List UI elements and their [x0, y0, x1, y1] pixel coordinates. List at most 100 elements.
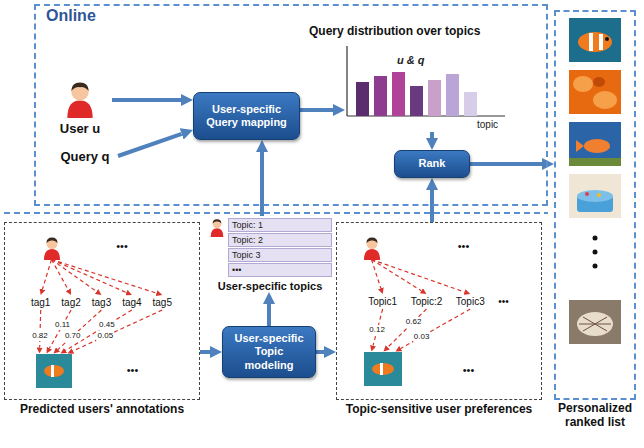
topic-table: Topic: 1Topic: 2Topic 3•••User-specific …	[206, 216, 334, 292]
weight-label: 0.82	[31, 331, 49, 341]
chart-axis	[347, 115, 505, 116]
annotation-panel: •••tag1tag2tag3tag4tag5•••Predicted user…	[4, 222, 200, 400]
offline-separator	[4, 212, 548, 214]
user-layer: •••	[350, 228, 528, 264]
label-holder: 0.70	[64, 331, 82, 341]
fish-tail	[576, 140, 584, 152]
flow-arrow	[316, 350, 324, 354]
ellipse-shape	[351, 229, 527, 263]
fish-stripe	[599, 34, 603, 50]
flow-arrow	[430, 132, 434, 138]
online-region: User uQuery qUser-specific Query mapping…	[34, 4, 548, 206]
content-area: tag1tag2tag3tag4tag5	[10, 284, 194, 322]
more-dot	[593, 250, 598, 255]
fish	[578, 32, 612, 52]
query-label: Query q	[60, 149, 109, 164]
label-holder: 0.62	[405, 317, 423, 327]
chart-text: Query distribution over topics	[309, 24, 480, 38]
fish	[584, 139, 610, 153]
label-holder: 0.05	[97, 331, 115, 341]
panel-caption: Personalized ranked list	[550, 401, 640, 430]
topic-label: Topic1	[368, 296, 397, 307]
more-dot	[593, 236, 598, 241]
relation-arrow	[40, 310, 41, 348]
tag-label: tag2	[61, 297, 80, 308]
box-label: Rank	[419, 157, 446, 170]
content-area: •••	[20, 228, 175, 264]
ellipse-shape	[21, 229, 174, 263]
text-holder: Predicted users' annotations	[20, 402, 184, 416]
ellipsis: •••	[127, 364, 139, 376]
chart-bar	[446, 74, 459, 116]
relation-arrow	[42, 260, 51, 290]
text-holder: Query distribution over topics	[309, 24, 480, 38]
weight-label: 0.45	[98, 320, 116, 330]
text-holder: u & q	[397, 54, 425, 66]
content-area	[337, 223, 541, 399]
flow-arrow	[260, 152, 264, 216]
cake-decoration	[597, 193, 601, 197]
box-label: User-specific Query mapping	[201, 103, 292, 129]
content-area: Query q	[52, 146, 118, 166]
content-area: •••	[350, 228, 528, 264]
weight-label: 0.05	[97, 331, 115, 341]
topic-label: Topic3	[456, 296, 485, 307]
content-area	[5, 223, 199, 399]
content-area: Rank	[395, 151, 469, 177]
chart-bar	[428, 80, 441, 116]
image-ground	[36, 354, 72, 388]
chart-bar	[356, 82, 369, 116]
fish-eye	[605, 37, 609, 41]
chart-bar	[464, 92, 477, 116]
table-cell: Topic 3	[228, 248, 332, 262]
content-area: User-specific Topic modeling	[223, 327, 315, 377]
label-holder: 0.82	[31, 331, 49, 341]
result-image	[569, 70, 621, 114]
weight-label: 0.03	[413, 332, 431, 342]
weight-label: 0.62	[405, 317, 423, 327]
flow-arrow	[300, 108, 333, 112]
ellipse-outline	[20, 228, 175, 264]
content-area: •••	[14, 344, 192, 396]
content-area: User-specific Query mapping	[194, 93, 299, 139]
topic-layer: Topic1Topic:2Topic3•••	[346, 284, 532, 320]
ellipsis: •••	[116, 240, 128, 252]
more-dot	[593, 264, 598, 269]
table-cell: Topic: 2	[228, 233, 332, 247]
box-label: User-specific Topic modeling	[230, 332, 308, 372]
flow-arrow	[470, 162, 542, 166]
relation-arrow	[52, 260, 127, 293]
ellipse-shape	[15, 345, 191, 395]
chart-axis	[346, 46, 347, 116]
chart-bar	[410, 86, 423, 116]
user-icon	[364, 238, 380, 261]
coral	[573, 76, 593, 92]
tag-layer: tag1tag2tag3tag4tag5	[10, 284, 194, 322]
ellipse-shape	[349, 345, 529, 395]
fish-stripe	[51, 365, 54, 377]
process-box: User-specific Query mapping	[193, 92, 300, 140]
coral	[593, 91, 617, 109]
process-box: User-specific Topic modeling	[222, 326, 316, 378]
flow-arrow	[430, 190, 434, 222]
weight-label: 0.70	[64, 331, 82, 341]
image-ground	[569, 300, 621, 344]
content-area	[345, 44, 512, 132]
cake-top	[577, 190, 613, 202]
image-layer: •••	[348, 344, 530, 396]
content-area	[556, 12, 634, 398]
panel-caption: Topic-sensitive user preferences	[346, 402, 533, 416]
user-icon	[211, 219, 224, 237]
user-icon	[67, 82, 92, 118]
ellipsis: •••	[458, 240, 470, 252]
ranked-list-panel: Personalized ranked list	[554, 10, 636, 400]
tag-label: tag5	[153, 297, 172, 308]
relation-arrow	[372, 260, 422, 291]
tag-label: tag4	[122, 297, 141, 308]
table-cell: Topic: 1	[228, 218, 332, 232]
chart-bar	[374, 76, 387, 116]
topic-label: •••	[498, 296, 509, 307]
topic-distribution-chart: Query distribution over topicsu & qtopic	[345, 44, 512, 132]
image-ground	[364, 352, 402, 386]
relation-arrow	[372, 260, 465, 293]
